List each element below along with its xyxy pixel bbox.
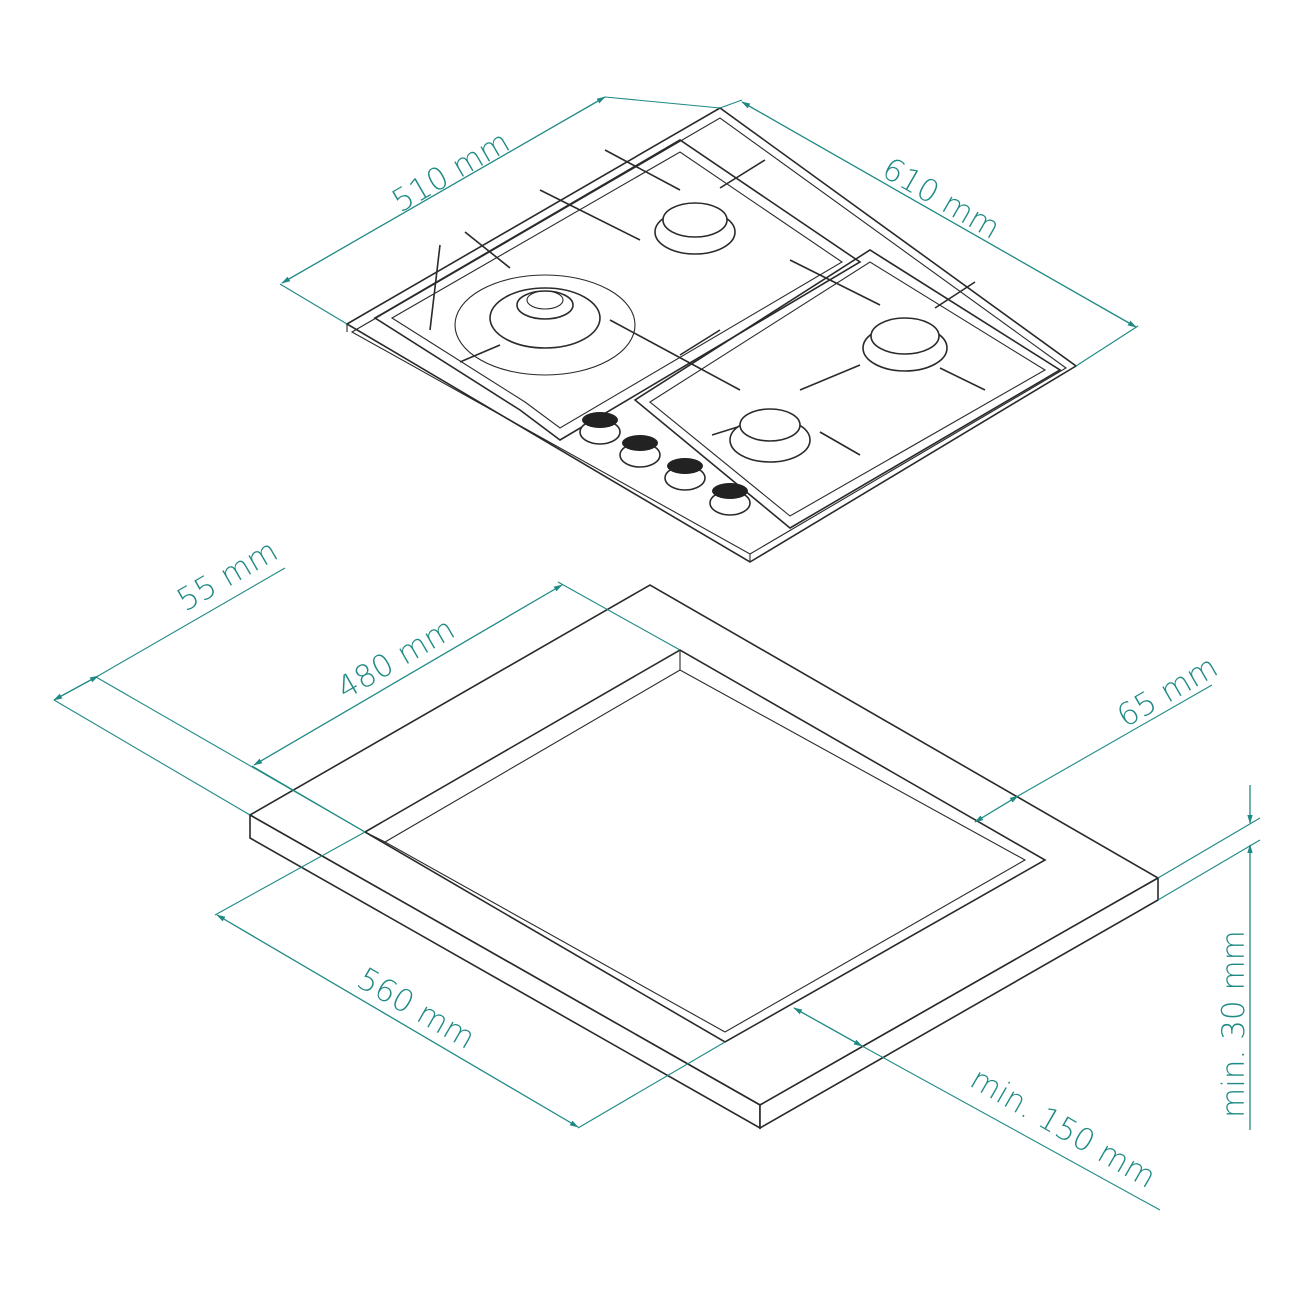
front-burner	[729, 408, 811, 463]
control-knobs	[579, 412, 751, 516]
dimension-worktop-thickness: min. 30 mm	[1157, 785, 1261, 1130]
back-margin-label: 65 mm	[1111, 649, 1224, 735]
cutout-depth-label: 480 mm	[331, 611, 461, 707]
knob	[709, 483, 751, 516]
worktop-thickness-label: min. 30 mm	[1216, 930, 1252, 1118]
rear-burner	[654, 202, 736, 255]
dimension-wall-clearance: min. 150 mm	[793, 1007, 1162, 1211]
wall-clearance-label: min. 150 mm	[964, 1061, 1162, 1196]
knob	[619, 435, 661, 468]
knob	[664, 458, 706, 491]
cutout-inner-wall	[383, 669, 1027, 1033]
hob-width-label: 610 mm	[876, 151, 1006, 247]
wok-burner	[454, 274, 636, 376]
knob	[579, 412, 621, 445]
right-burner	[862, 317, 948, 372]
cutout-drawing: 55 mm 480 mm 65 mm 560 mm min. 150 mm	[53, 533, 1261, 1211]
hob-depth-label: 510 mm	[386, 124, 516, 220]
front-margin-label: 55 mm	[171, 533, 284, 619]
hob-drawing: 510 mm 610 mm	[279, 96, 1139, 563]
cutout-width-label: 560 mm	[351, 961, 481, 1057]
